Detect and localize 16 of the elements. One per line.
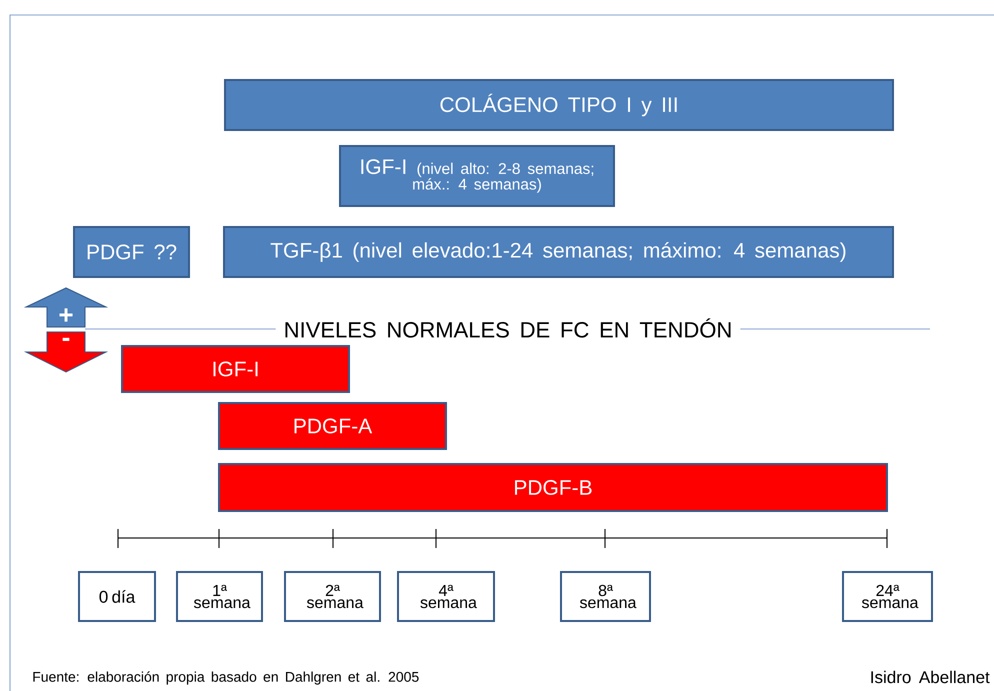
bar: PDGF ?? [73,226,190,278]
time-box: 24ª semana [842,570,933,622]
time-box: 4ª semana [397,570,495,622]
bar: TGF-β1 (nivel elevado:1-24 semanas; máximo: 4 semanas) [223,226,894,278]
bar: IGF-I [121,344,350,393]
level-label: NIVELES NORMALES DE FC EN TENDÓN [276,316,740,340]
bar: PDGF-A [218,402,447,450]
bar: IGF-I (nivel alto: 2-8 semanas; máx.: 4 semanas) [339,145,615,207]
time-box: 2ª semana [284,570,381,622]
author-name: Isidro Abellanet [871,670,990,684]
bar: PDGF-B [218,463,888,512]
time-box: 8ª semana [560,570,651,622]
source-note: Fuente: elaboración propia basado en Dahlgren et al. 2005 [33,671,419,685]
bar: COLÁGENO TIPO I y III [224,79,894,131]
time-box: 1ª semana [176,570,263,622]
time-box: 0 día [78,570,156,622]
